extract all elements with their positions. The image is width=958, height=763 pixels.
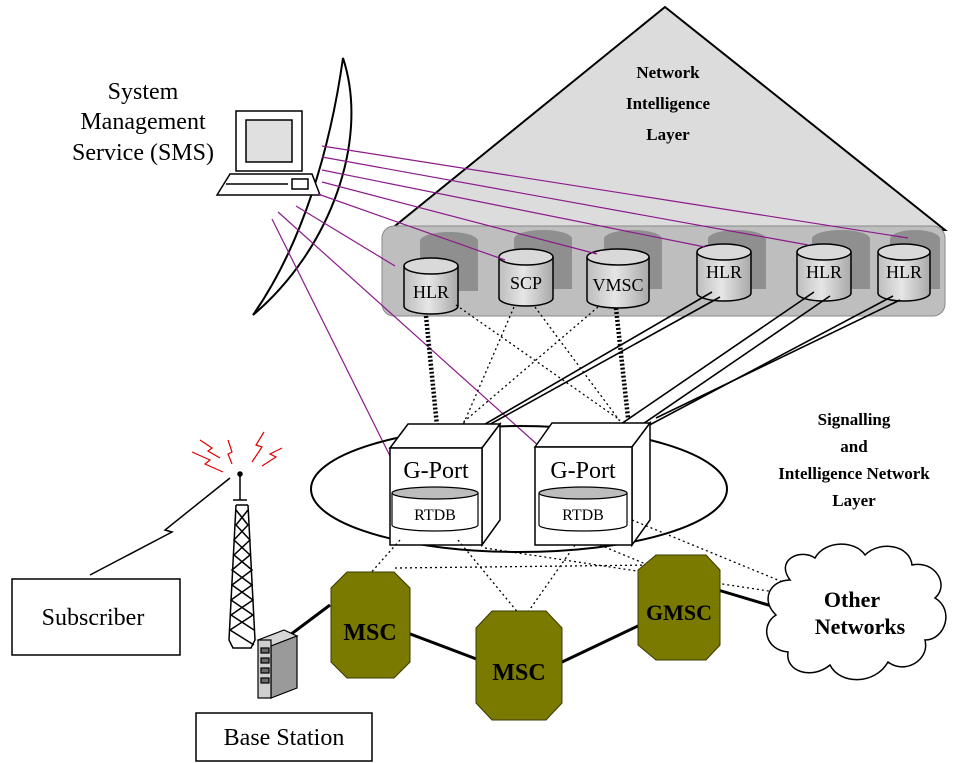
gmsc-switch: GMSC <box>637 554 721 661</box>
signalling-line2: and <box>840 437 868 456</box>
computer-icon <box>215 110 322 196</box>
switch-links <box>289 588 776 665</box>
gport-left: G-Port RTDB <box>388 421 502 548</box>
msc-center-switch: MSC <box>475 610 563 721</box>
gport-right-db: RTDB <box>562 507 604 524</box>
hlr-mid-db: HLR <box>696 243 752 302</box>
signalling-line1: Signalling <box>818 410 891 429</box>
vmsc-db: VMSC <box>586 248 650 309</box>
subscriber-box: Subscriber <box>11 578 181 656</box>
signalling-ellipse <box>310 425 728 553</box>
hlr-right1-label: HLR <box>806 262 842 282</box>
db-dotted-links <box>455 304 623 426</box>
base-station-box: Base Station <box>195 712 373 762</box>
base-station-label: Base Station <box>224 725 345 751</box>
pyramid-label-line2: Intelligence <box>626 94 710 113</box>
pyramid-label-line1: Network <box>636 63 700 82</box>
scp-label: SCP <box>510 273 542 293</box>
hlr-left-db: HLR <box>403 257 459 315</box>
sms-crescent <box>252 57 353 316</box>
vmsc-label: VMSC <box>592 275 643 295</box>
other-networks-line2: Networks <box>815 614 906 639</box>
database-panel <box>381 225 946 317</box>
db-thick-links <box>423 307 631 427</box>
signalling-layer-label: Signalling and Intelligence Network Laye… <box>778 410 930 510</box>
hlr-right2-label: HLR <box>886 262 922 282</box>
msc-left-switch: MSC <box>330 571 411 679</box>
antenna-tower-icon <box>228 471 256 649</box>
sms-label-line2: Management <box>80 109 206 135</box>
hlr-left-label: HLR <box>413 282 449 302</box>
signalling-line4: Layer <box>832 491 876 510</box>
scp-db: SCP <box>498 248 554 307</box>
network-intelligence-pyramid: Network Intelligence Layer <box>387 5 948 231</box>
gmsc-label: GMSC <box>646 600 712 625</box>
gport-left-db: RTDB <box>414 507 456 524</box>
sms-links <box>271 145 909 457</box>
db-solid-links <box>455 291 901 442</box>
sms-label-line1: System <box>108 79 179 105</box>
signalling-line3: Intelligence Network <box>778 464 930 483</box>
other-networks-cloud: Other Networks <box>766 543 947 681</box>
base-station-icon <box>256 629 299 699</box>
wireless-link <box>89 477 231 576</box>
hlr-mid-label: HLR <box>706 262 742 282</box>
gport-right: G-Port RTDB <box>533 420 652 548</box>
signal-waves-icon <box>191 431 283 473</box>
hlr-right1-db: HLR <box>796 243 852 302</box>
gport-right-label: G-Port <box>550 458 616 484</box>
msc-center-label: MSC <box>492 660 545 686</box>
other-networks-line1: Other <box>824 587 880 612</box>
pyramid-label-line3: Layer <box>646 125 690 144</box>
msc-left-label: MSC <box>343 620 396 646</box>
hlr-right2-db: HLR <box>877 243 931 302</box>
subscriber-label: Subscriber <box>42 605 145 631</box>
sms-label-line3: Service (SMS) <box>72 140 214 166</box>
gport-left-label: G-Port <box>403 458 469 484</box>
